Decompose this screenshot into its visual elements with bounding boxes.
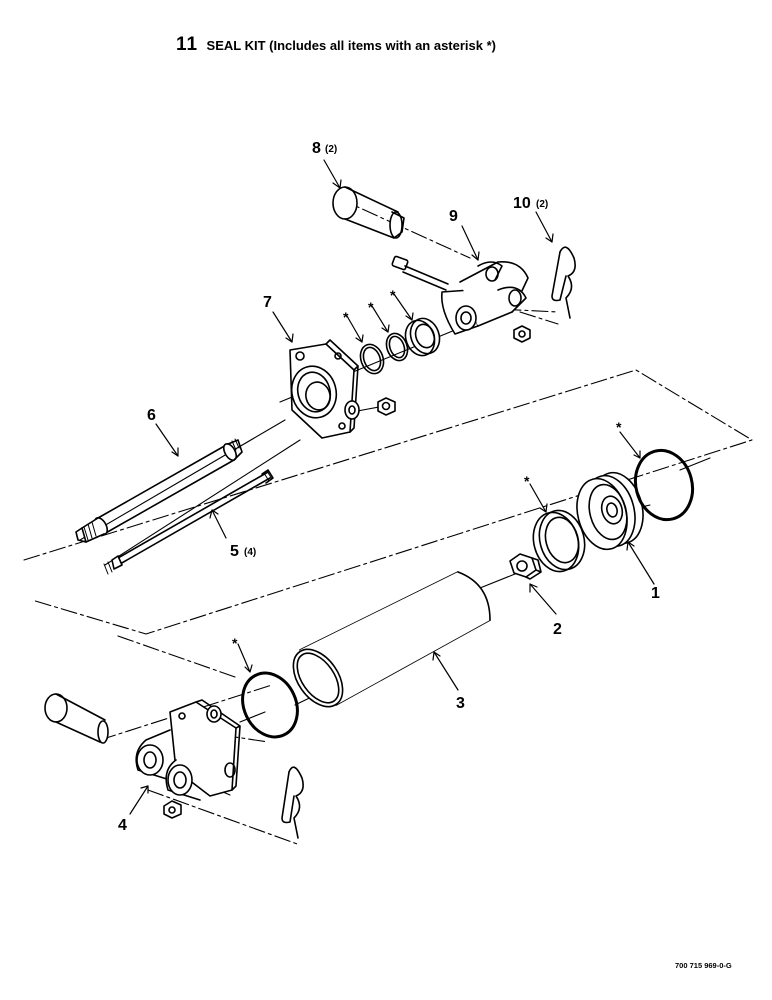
callout-10-qty: (2) [536, 199, 548, 210]
o-ring-upper-2 [385, 332, 409, 362]
tie-rod-nut-lower [163, 800, 182, 819]
asterisk-o-ring-tube: * [232, 635, 238, 651]
clevis-bolt [391, 255, 449, 291]
seal-kit-header: 11 SEAL KIT (Includes all items with an … [176, 34, 496, 56]
part-3-cylinder-tube [292, 571, 491, 708]
part-8-clevis-pin [332, 186, 405, 239]
asterisk-o-ring-upper-2: * [368, 299, 374, 315]
asterisk-o-ring-upper-1: * [343, 309, 349, 325]
asterisk-rod-wiper: * [390, 287, 396, 303]
callout-5-qty: (4) [244, 547, 256, 558]
part-1-piston [576, 471, 644, 551]
leader-arrows [129, 159, 655, 815]
rod-wiper-seal [404, 317, 441, 357]
part-7-rod-end-cap [289, 339, 360, 439]
o-ring-tube-large [241, 671, 299, 739]
callout-8: 8 [312, 140, 321, 157]
callout-labels: 1 2 3 4 5 (4) 6 7 8 (2) 9 10 (2) [118, 140, 660, 834]
header-item-number: 11 [176, 34, 199, 55]
lower-hair-pin [281, 766, 304, 839]
piston-seal-ring [532, 509, 586, 573]
callout-6: 6 [147, 407, 156, 424]
header-title: SEAL KIT (Includes all items with an ast… [206, 38, 496, 53]
part-9-rod-clevis [440, 261, 529, 335]
callout-9: 9 [449, 208, 458, 225]
part-2-piston-nut [509, 553, 542, 580]
clevis-nut [513, 325, 531, 343]
callout-2: 2 [553, 621, 562, 638]
callout-7: 7 [263, 294, 272, 311]
part-10-hair-pin [551, 246, 576, 319]
part-6-piston-rod [75, 438, 243, 543]
callout-1: 1 [651, 585, 660, 602]
asterisk-piston-seal: * [524, 473, 530, 489]
callout-5: 5 [230, 543, 239, 560]
tie-rod-nut-upper [377, 397, 396, 416]
drawing-number: 700 715 969-0-G [675, 961, 732, 970]
callout-10: 10 [513, 195, 531, 212]
o-ring-upper-1 [359, 343, 385, 375]
lower-clevis-pin [44, 693, 109, 744]
asterisk-marks: * * * * * * [232, 287, 622, 651]
part-5-tie-rod [103, 469, 274, 575]
part-4-base-end-cap [135, 699, 241, 801]
asterisk-o-ring-piston: * [616, 419, 622, 435]
callout-3: 3 [456, 695, 465, 712]
callout-8-qty: (2) [325, 144, 337, 155]
o-ring-piston-large [633, 448, 695, 522]
callout-4: 4 [118, 817, 127, 834]
